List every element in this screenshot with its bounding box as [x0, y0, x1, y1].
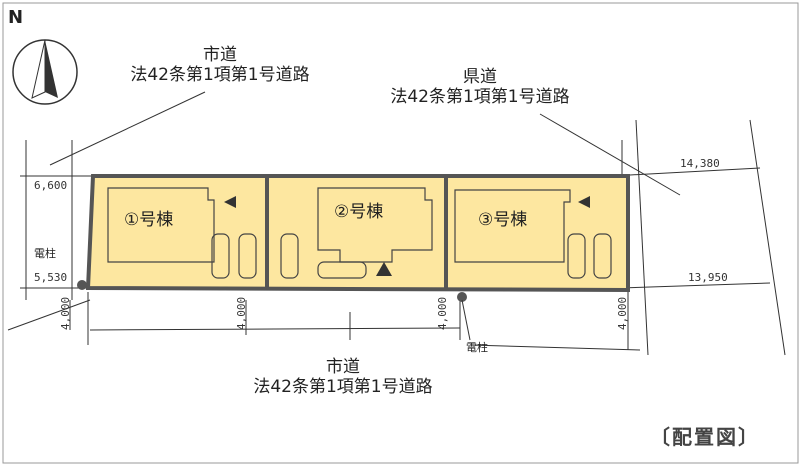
entrance-arrow-icon [578, 196, 590, 208]
city-road-south-label: 市道 法42条第1項第1号道路 [233, 357, 453, 397]
pole-leader [461, 299, 471, 341]
dimension-width-se: 13,950 [688, 271, 728, 284]
prefectural-road-label: 県道 法42条第1項第1号道路 [370, 67, 590, 107]
building-1-label: ①号棟 [124, 210, 174, 230]
car-icon [567, 233, 586, 279]
road-name: 県道 [463, 67, 497, 87]
car-icon [593, 233, 612, 279]
north-label: N [8, 7, 24, 28]
building-2-label: ②号棟 [334, 202, 384, 222]
car-icon [211, 233, 230, 279]
dimension-width-ne: 14,380 [680, 157, 720, 170]
utility-pole-label-east: 電柱 [466, 341, 488, 354]
road-classification: 法42条第1項第1号道路 [390, 86, 570, 107]
drawing-title: 〔配置図〕 [650, 425, 760, 449]
entrance-arrow-icon [224, 196, 236, 208]
road-classification: 法42条第1項第1号道路 [130, 64, 310, 85]
city-road-north-label: 市道 法42条第1項第1号道路 [110, 45, 330, 85]
site-lot [85, 174, 630, 293]
road-classification: 法42条第1項第1号道路 [253, 376, 433, 397]
car-icon [238, 233, 257, 279]
sheet-frame [2, 2, 799, 464]
building-3-footprint [454, 189, 571, 263]
setback-dimension-4: 4,000 [616, 296, 629, 330]
utility-pole-label-west: 電柱 [34, 247, 56, 260]
road-lines [7, 119, 786, 356]
setback-dimension-1: 4,000 [59, 296, 72, 330]
building-2-footprint [317, 187, 433, 263]
parking-cars [211, 233, 612, 279]
dimension-width-sw: 5,530 [34, 271, 68, 284]
north-arrow-icon [12, 39, 78, 105]
car-icon [317, 261, 367, 279]
car-icon [280, 233, 299, 279]
setback-dimension-3: 4,000 [436, 296, 449, 330]
entrance-arrow-icon [376, 262, 392, 276]
road-name: 市道 [326, 357, 360, 377]
dimension-width-nw: 6,600 [34, 179, 68, 192]
building-3-label: ③号棟 [478, 210, 528, 230]
building-1-footprint [107, 187, 215, 263]
setback-dimension-2: 4,000 [235, 296, 248, 330]
utility-pole-icon [457, 292, 467, 302]
road-name: 市道 [203, 45, 237, 65]
leader-lines [49, 91, 681, 196]
utility-pole-icon [77, 280, 87, 290]
